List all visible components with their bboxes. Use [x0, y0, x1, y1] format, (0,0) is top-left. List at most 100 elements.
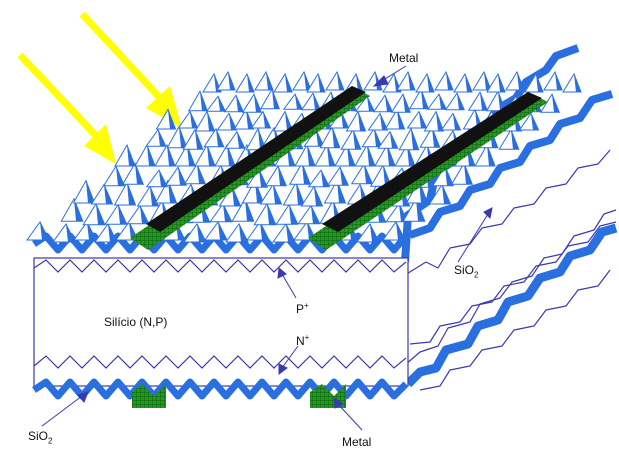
label-sio2-right: SiO2 — [454, 264, 478, 279]
texture-pyramid-shade — [367, 96, 375, 112]
texture-pyramid-shade — [278, 166, 287, 186]
texture-pyramid-shade — [158, 129, 166, 147]
texture-pyramid-shade — [427, 74, 434, 92]
texture-pyramid-shade — [195, 129, 203, 150]
texture-pyramid-shade — [207, 111, 215, 131]
texture-pyramid-shade — [552, 94, 560, 113]
texture-pyramid-shade — [484, 72, 491, 90]
texture-pyramid-shade — [314, 186, 323, 206]
texture-pyramid-shade — [263, 111, 271, 128]
label-metal-bottom: Metal — [342, 435, 372, 449]
top-metal-finger-left — [130, 86, 370, 250]
texture-pyramid-shade — [229, 113, 237, 130]
texture-pyramid-shade — [272, 89, 280, 109]
texture-pyramid-shade — [66, 224, 75, 242]
sio2-right-pointer — [457, 207, 493, 263]
texture-pyramid-shade — [245, 198, 254, 222]
texture-pyramid-shade — [179, 126, 187, 148]
top-metal-finger-right — [308, 92, 548, 250]
texture-pyramid-shade — [127, 182, 136, 205]
texture-pyramid-shade — [118, 204, 127, 225]
texture-pyramid-shade — [356, 74, 363, 92]
texture-pyramid-shade — [446, 72, 453, 90]
texture-pyramid-shade — [327, 145, 335, 166]
texture-pyramid-shade — [237, 131, 245, 149]
texture-pyramid-shade — [464, 163, 473, 185]
label-metal-top: Metal — [389, 51, 419, 65]
label-silicio: Silício (N,P) — [104, 315, 168, 329]
texture-pyramid-shade — [341, 111, 349, 128]
label-sio2-bottom: SiO2 — [28, 430, 52, 445]
texture-pyramid-shade — [416, 198, 425, 222]
texture-pyramid-shade — [439, 94, 447, 110]
texture-pyramid-shade — [337, 72, 344, 90]
label-p-plus: P+ — [296, 302, 309, 316]
front-p-layer-wave — [33, 259, 407, 273]
texture-pyramid-shade — [531, 113, 539, 130]
texture-pyramid-shade — [187, 145, 195, 166]
texture-pyramid-shade — [259, 169, 268, 188]
texture-pyramid-shade — [266, 72, 273, 90]
texture-pyramid-shade — [403, 94, 411, 113]
texture-pyramid-shade — [273, 184, 282, 204]
side-n-layer-wave2 — [409, 221, 617, 345]
texture-pyramid-shade — [147, 145, 155, 166]
texture-pyramid-shade — [168, 180, 177, 203]
label-sio2-bottom-subscript: 2 — [48, 436, 53, 446]
texture-pyramid-shade — [313, 93, 321, 110]
texture-pyramid-shade — [421, 89, 429, 109]
texture-pyramid-shade — [218, 222, 227, 240]
texture-pyramid-shade — [218, 96, 226, 112]
texture-pyramid-shade — [396, 222, 405, 240]
sunlight-arrows — [17, 11, 182, 164]
top-metal-fingers — [130, 86, 548, 250]
texture-pyramid-shade — [295, 94, 303, 110]
label-p-plus-text: P — [296, 302, 305, 316]
texture-pyramid-shade — [574, 74, 581, 92]
texture-pyramid-shade — [316, 129, 324, 147]
texture-pyramid-shade — [247, 74, 254, 92]
texture-pyramid-shade — [168, 109, 176, 129]
texture-pyramid-shade — [347, 145, 355, 166]
texture-pyramid-shade — [104, 184, 113, 204]
texture-pyramid-shade — [296, 182, 305, 205]
texture-pyramid-shade — [442, 184, 451, 204]
metal-top-pointer — [372, 65, 407, 87]
silicon-bulk — [33, 257, 409, 387]
texture-pyramid-shade — [200, 91, 208, 111]
texture-pyramid-shade — [370, 224, 379, 242]
texture-pyramid-shade — [74, 198, 83, 222]
texture-pyramid-shade — [87, 222, 96, 240]
texture-pyramid-shade — [127, 145, 135, 166]
texture-pyramid-shade — [445, 166, 454, 186]
texture-pyramid-shade — [96, 203, 105, 225]
front-top-oxide — [32, 232, 409, 254]
front-face — [32, 232, 409, 408]
texture-pyramid-shade — [307, 145, 315, 166]
texture-pyramid-shade — [390, 131, 398, 149]
texture-pyramid-shade — [86, 180, 95, 203]
texture-pyramid-shade — [511, 129, 519, 150]
bottom-metal-contact-left — [132, 384, 166, 408]
texture-pyramid-shade — [228, 72, 235, 90]
texture-pyramid-shade — [340, 167, 349, 186]
texture-pyramid-shade — [159, 170, 168, 187]
texture-pyramid-shade — [267, 203, 276, 225]
front-n-layer-wave — [33, 355, 407, 369]
texture-pyramid-shade — [232, 186, 241, 206]
texture-pyramid-shade — [285, 111, 293, 131]
texture-pyramid-shade — [457, 93, 465, 110]
side-n-layer-wave — [404, 209, 617, 366]
label-n-plus: N+ — [296, 334, 309, 348]
texture-pyramid-shade — [498, 91, 506, 111]
texture-pyramid-shade — [246, 109, 254, 129]
texture-pyramid-shade — [140, 205, 149, 224]
texture-pyramid-shade — [40, 222, 49, 240]
texture-pyramid-shade — [239, 224, 248, 242]
side-bottom-oxide-far — [419, 269, 611, 391]
texture-pyramid-shade — [254, 94, 262, 113]
texture-pyramid-shade — [337, 180, 346, 203]
texture-pyramid-shade — [190, 111, 198, 128]
texture-pyramid-shade — [302, 163, 311, 185]
